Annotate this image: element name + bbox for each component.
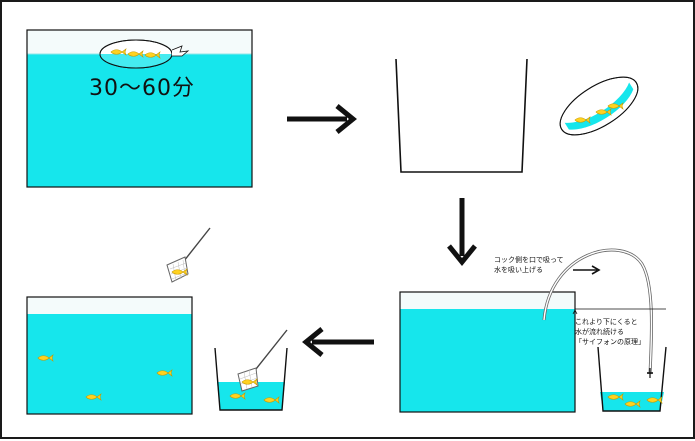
fish-net-icon [166, 227, 211, 283]
floating-bag [99, 39, 190, 69]
tilted-bag [559, 76, 639, 136]
step3-tank [399, 291, 576, 413]
bag-knot-icon [171, 45, 190, 57]
tank-water [400, 309, 575, 412]
small-bucket [214, 347, 288, 411]
step4-tank [26, 296, 193, 415]
tank-water [27, 54, 252, 187]
siphon-hose-icon [542, 248, 654, 378]
fish-net-icon [237, 329, 288, 392]
arrow-left-icon [302, 327, 374, 357]
small-arrow-up-icon [572, 309, 578, 322]
suck-note-label: コック側を口で吸って 水を吸い上げる [494, 256, 564, 274]
acclimation-time-label: 30〜60分 [89, 76, 195, 101]
arrow-right-icon [287, 104, 357, 134]
tank-water [27, 314, 192, 414]
siphon-bucket [597, 346, 667, 412]
siphon-note-label: これより下にくると 水が流れ続ける 「サイフォンの原理」 [575, 318, 645, 346]
empty-bucket [395, 58, 528, 173]
small-arrow-right-icon [573, 265, 601, 275]
arrow-down-icon [447, 198, 477, 266]
